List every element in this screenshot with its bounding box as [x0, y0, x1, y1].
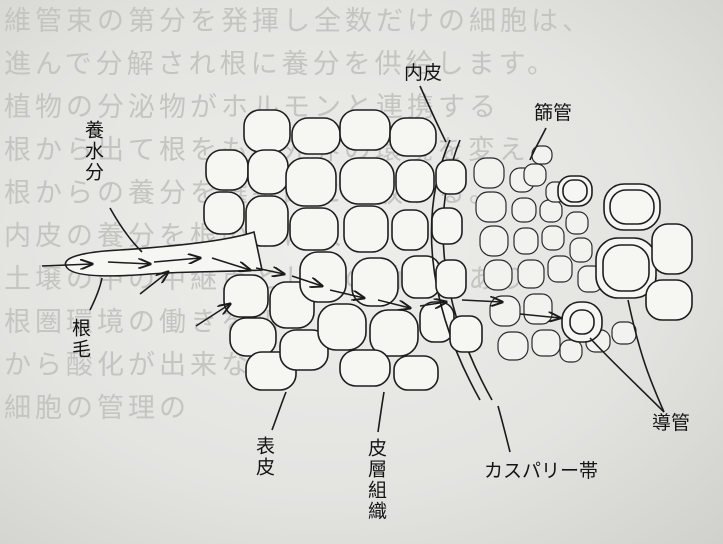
root-hair-leader — [90, 278, 102, 310]
stele-cell — [490, 296, 520, 326]
phloem-label: 篩管 — [534, 104, 572, 123]
cortex-cell — [300, 252, 346, 302]
stele-cell — [532, 330, 560, 356]
stele-cell — [566, 212, 588, 234]
cortex-cell — [396, 160, 434, 202]
epidermis-cell — [244, 110, 290, 152]
flow-arrow — [140, 272, 168, 294]
flow-arrow — [256, 268, 284, 274]
epidermis-cell — [204, 192, 244, 234]
xylem-leader-2 — [590, 338, 664, 412]
endodermis-cell — [450, 316, 482, 352]
cortex-cell — [394, 356, 438, 390]
cortex-cell — [370, 310, 418, 356]
xylem-vessel-inner — [570, 310, 594, 334]
phloem-cell — [524, 164, 546, 186]
stele-cell — [570, 238, 592, 262]
stele-cell — [542, 226, 564, 250]
epidermis-cell — [224, 275, 268, 317]
stele-cell — [540, 200, 562, 222]
root-hair-label: 根毛 — [70, 318, 89, 360]
cortex-cell — [290, 208, 338, 250]
nutrients-leader — [110, 208, 142, 252]
stele-cell — [514, 228, 538, 254]
nutrients-label: 養水分 — [83, 120, 102, 183]
cortex-cell — [390, 118, 436, 156]
cortex-cell — [420, 302, 454, 342]
xylem-vessel — [646, 280, 692, 320]
stele-cell — [498, 332, 528, 360]
casparian-strip-label: カスパリー帯 — [484, 462, 598, 481]
cortex-cell — [340, 158, 394, 204]
xylem-vessel-inner — [563, 180, 587, 202]
cortex-leader — [378, 392, 384, 432]
epidermis-cell — [206, 150, 248, 190]
casparian-leader — [498, 406, 510, 452]
cortex-cell — [292, 118, 340, 154]
epidermis-label: 表皮 — [254, 436, 273, 478]
xylem-vessel-inner — [610, 190, 654, 224]
xylem-label: 導管 — [652, 414, 690, 433]
cortex-cell — [344, 206, 388, 252]
cortex-cell — [340, 110, 390, 150]
stele-cell — [474, 158, 504, 188]
cortex-cell — [340, 350, 390, 386]
epidermis-cell — [248, 150, 288, 194]
stele-cell — [548, 256, 572, 282]
xylem-vessel — [652, 224, 692, 274]
flow-arrow — [196, 304, 230, 326]
cortex-cell — [352, 258, 398, 306]
cortex-cell — [392, 210, 428, 250]
stele-cell — [612, 322, 636, 344]
cortex-cell — [286, 158, 336, 206]
epidermis-leader — [272, 392, 286, 430]
endodermis-cell — [432, 208, 462, 244]
root-hair — [65, 232, 262, 276]
stele-cell — [476, 192, 506, 222]
stele-cell — [524, 294, 552, 324]
stele-cell — [518, 260, 544, 288]
cortex-label: 皮層組織 — [366, 438, 385, 522]
endodermis-cell — [436, 260, 466, 298]
epidermis-cell — [230, 318, 276, 356]
stele-cell — [480, 226, 508, 256]
cortex-cell — [318, 304, 366, 350]
endodermis-cell — [436, 160, 466, 194]
stele-cell — [560, 340, 582, 362]
endodermis-label: 内皮 — [404, 64, 442, 83]
stele-cell — [512, 198, 536, 222]
stele-cell — [484, 260, 512, 290]
xylem-vessel-inner — [603, 245, 649, 291]
